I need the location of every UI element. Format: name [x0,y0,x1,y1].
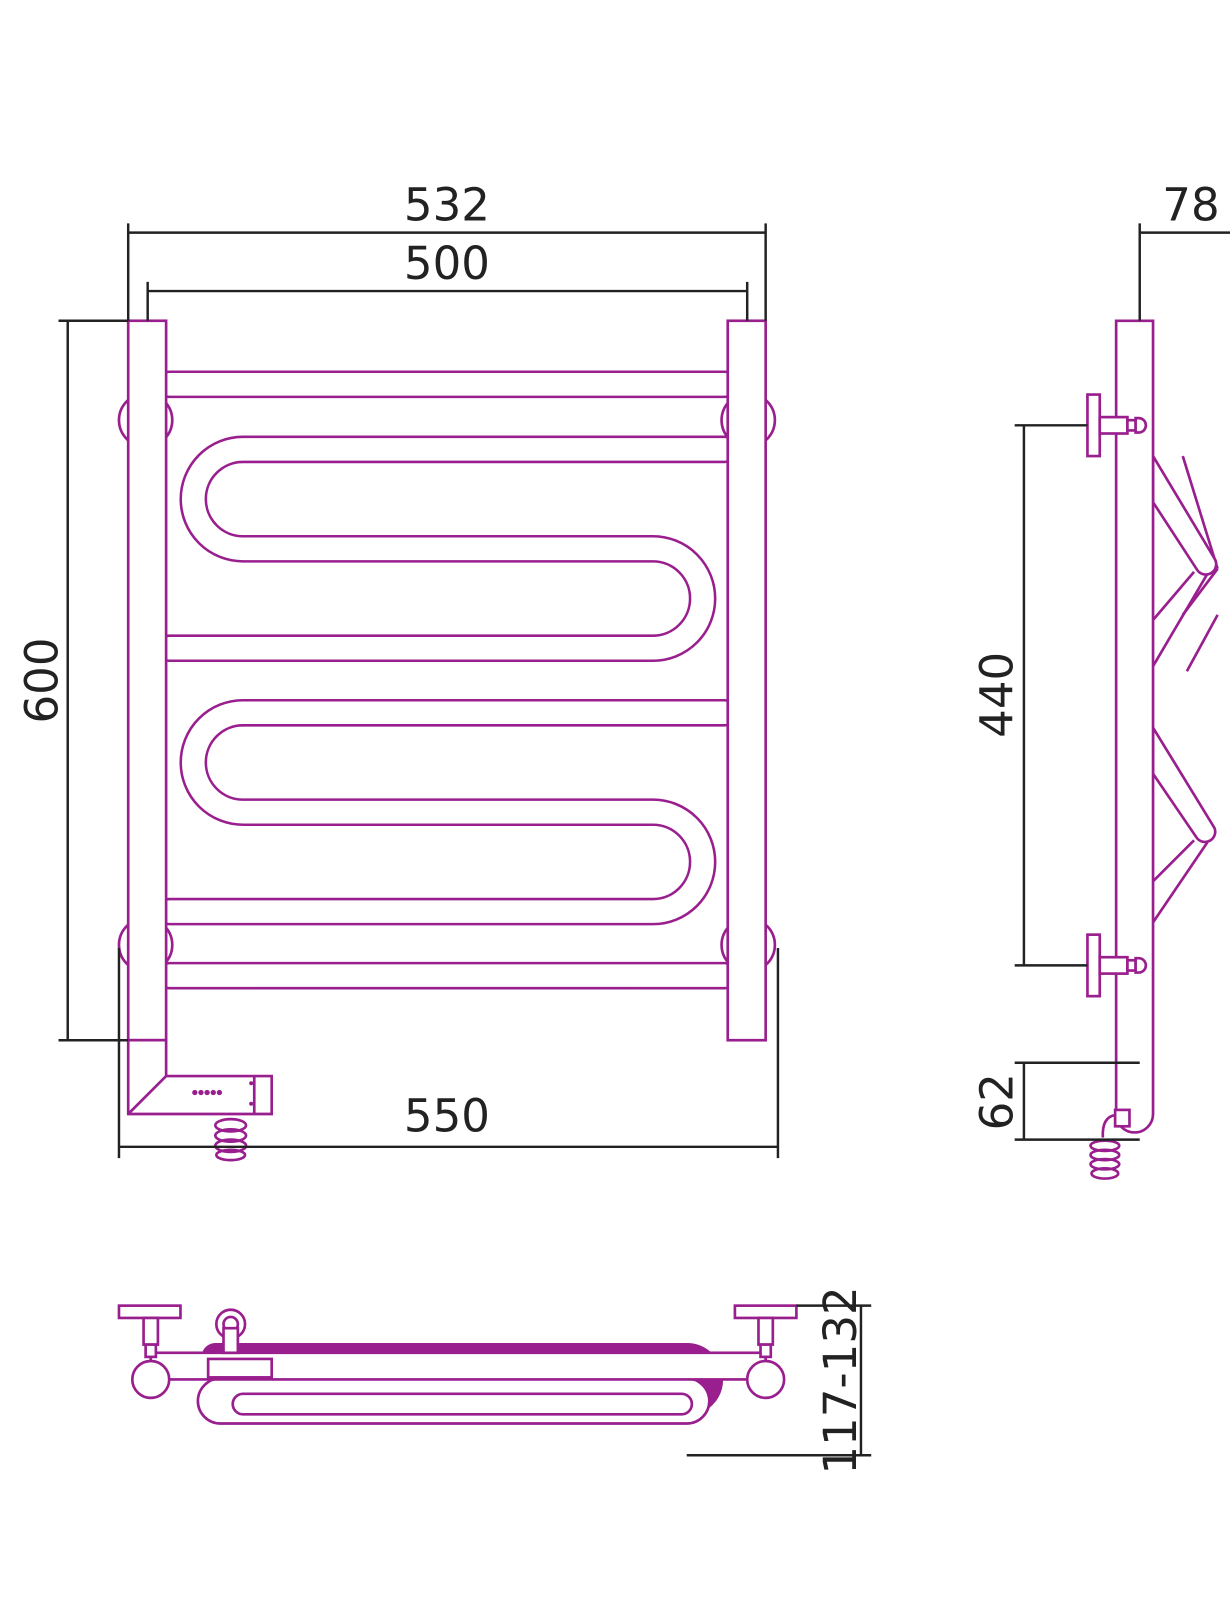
top-mount-left [130,1359,171,1400]
dim-line-600 [58,319,129,1042]
dim-line-117-132 [686,1304,872,1457]
dim-62: 62 [971,1073,1024,1130]
dim-line-532 [126,223,767,321]
dim-440: 440 [971,652,1024,738]
dim-78: 78 [1162,178,1219,231]
dim-500: 500 [404,237,490,290]
dim-600: 600 [15,637,68,723]
dim-532: 532 [404,178,490,231]
side-bracket-bottom [1086,933,1148,998]
dim-line-78 [1138,223,1230,321]
dim-line-550 [117,947,780,1159]
top-mount-right [745,1359,786,1400]
top-view: 117-132 [117,1286,872,1475]
serpentine-upper [155,435,739,663]
side-view: 78 440 62 [971,178,1230,1180]
serpentine-lower [155,698,739,926]
dim-line-62 [1014,1061,1140,1141]
side-lower-rail [1151,722,1217,844]
side-upper-rail [1151,451,1218,576]
front-view: 532 500 600 550 [15,178,780,1162]
side-heating-element [1089,1108,1131,1180]
side-post [1114,319,1155,1134]
left-post [126,319,168,1042]
dim-line-440 [1014,424,1088,967]
dim-line-500 [146,281,749,321]
side-bracket-top [1086,393,1148,458]
dim-550: 550 [404,1089,490,1142]
top-element-connector [215,1308,247,1355]
cable-coil-icon [213,1117,248,1162]
right-post [726,319,767,1042]
heating-element [126,1038,274,1162]
dim-117-132: 117-132 [814,1286,867,1474]
